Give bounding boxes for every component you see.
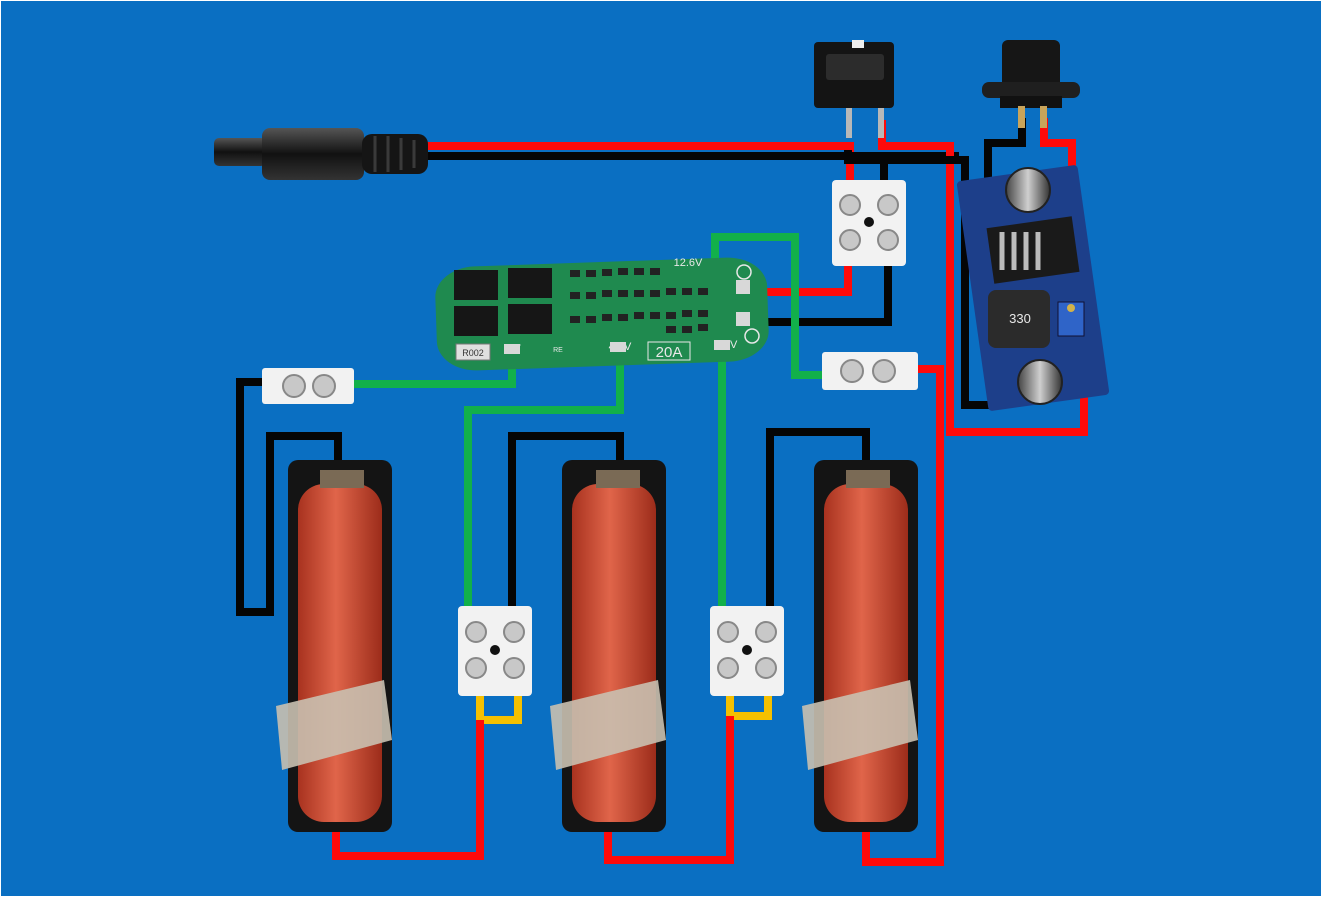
wire-yellow-2 [726,690,772,720]
dc-panel-socket [982,40,1080,128]
wire-red-cell2 [604,716,734,864]
buck-regulator-chip [986,216,1080,284]
battery-cell-3 [824,484,908,822]
bms-current-box [647,341,691,361]
buck-capacitor-top [1005,167,1051,213]
plug-body [262,128,364,180]
terminal-block-right [822,352,918,390]
wire-buck-black-out [984,118,1026,190]
bms-pad-p-minus [736,312,750,326]
rocker-switch [814,40,894,138]
wire-switch-red [878,120,1088,436]
switch-rocker [826,54,884,80]
buck-converter: 330 [956,165,1110,411]
switch-lug-right [878,108,884,138]
bms-mosfet-2 [508,268,552,298]
battery-holder-2 [550,460,666,832]
wire-switch-black [844,150,1000,409]
wire-green-top [711,233,828,379]
terminal-block-middle-1 [458,606,532,696]
socket-body [1002,40,1060,92]
bms-voltage-label: 12.6V [674,257,703,269]
bms-smd-parts [570,268,708,333]
buck-capacitor-bottom [1017,359,1063,405]
wire-black-cell3 [766,428,870,610]
bms-part-code: R002 [462,348,484,358]
bms-board: R002 RE 12.6V 20A 0V 4.2V 8.4V [435,257,769,371]
wires [236,118,1088,866]
switch-lug-left [846,108,852,138]
buck-inductor [988,290,1050,348]
battery-holder-3 [802,460,918,832]
tape-3 [802,680,918,770]
terminal-block-middle-2 [710,606,784,696]
socket-back [1000,96,1062,108]
wire-black-left [236,378,342,616]
bms-current-label: 20A [656,344,683,361]
buck-inductor-label: 330 [1009,311,1031,326]
minus-icon [744,328,760,344]
bms-mosfet-1 [454,270,498,300]
wire-red-cell1 [332,720,484,860]
battery-cell-1 [298,484,382,822]
battery-holder-1 [276,460,392,832]
terminal-block-top [832,180,906,266]
battery-cell-2 [572,484,656,822]
switch-mark [852,40,864,48]
wire-yellow-1 [476,690,522,724]
plug-tip [214,138,266,166]
wire-black-cell2 [508,432,624,610]
bms-mosfet-4 [508,304,552,334]
bms-part-code-2: RE [553,347,563,354]
bms-pad-b-plus [736,280,750,294]
plus-icon [736,264,752,280]
socket-pin-right [1040,106,1047,128]
bms-mosfet-3 [454,306,498,336]
wire-green-4v2 [464,352,624,610]
tape-1 [276,680,392,770]
tape-2 [550,680,666,770]
plug-strain-relief [362,134,428,174]
socket-flange [982,82,1080,98]
dc-barrel-plug [214,128,428,180]
terminal-block-left [262,368,354,404]
wire-bms-red [745,262,852,296]
socket-pin-left [1018,106,1025,128]
bms-resistor [455,343,491,361]
wire-red-right [862,365,944,866]
wire-dc-red [425,142,854,182]
